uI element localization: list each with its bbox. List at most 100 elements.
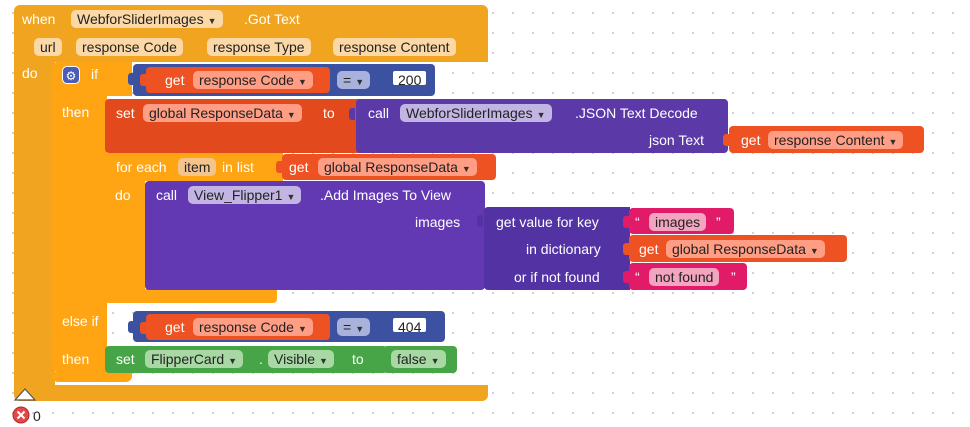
caret-down-icon: ▼ — [319, 356, 328, 366]
operator-label: = — [343, 319, 352, 335]
if-block[interactable] — [52, 62, 107, 372]
quote-close: ” — [731, 269, 736, 285]
var-dropdown-global-responsedata-1[interactable]: global ResponseData▼ — [143, 104, 302, 122]
dot-label: . — [259, 351, 263, 367]
lookup-key-label: get value for key — [496, 214, 599, 230]
text-field-images[interactable]: images — [649, 213, 707, 231]
json-text-label: json Text — [649, 132, 704, 148]
number-field-200[interactable]: 200 — [391, 69, 429, 88]
var-dropdown-response-code-1[interactable]: response Code▼ — [193, 71, 313, 89]
param-response-type[interactable]: response Type — [207, 38, 311, 56]
var-name: response Content — [774, 132, 885, 148]
loop-variable-item[interactable]: item — [178, 158, 217, 176]
caret-down-icon: ▼ — [461, 164, 471, 174]
get-plug — [276, 161, 282, 173]
caret-down-icon: ▼ — [286, 110, 296, 120]
caret-down-icon: ▼ — [888, 137, 898, 147]
lookup-notfound-label: or if not found — [514, 269, 600, 285]
quote-open: “ — [635, 214, 640, 230]
get-label: get — [639, 241, 659, 257]
if-block-bottom — [52, 372, 132, 382]
get-label: get — [165, 319, 185, 335]
caret-down-icon: ▼ — [297, 77, 307, 87]
to-label: to — [323, 105, 335, 121]
bool-plug — [378, 353, 384, 365]
to-label: to — [352, 351, 364, 367]
text-plug — [623, 271, 629, 283]
event-block-bottom — [14, 385, 488, 401]
num-plug — [380, 74, 386, 86]
then-label-2: then — [62, 351, 90, 367]
logic-dropdown-false[interactable]: false▼ — [391, 350, 446, 368]
lookup-dict-label: in dictionary — [526, 241, 601, 257]
error-count: 0 — [33, 408, 41, 424]
lookup-dictionary-block[interactable] — [484, 207, 630, 290]
error-x-icon[interactable] — [12, 406, 30, 424]
event-name-label: .Got Text — [244, 11, 300, 27]
get-plug — [723, 134, 729, 146]
event-block-body — [14, 60, 55, 390]
component-name: WebforSliderImages — [406, 105, 533, 121]
property-dropdown-visible[interactable]: Visible ▼ — [268, 350, 334, 368]
event-component-label: WebforSliderImages — [77, 11, 204, 27]
caret-down-icon: ▼ — [228, 356, 238, 366]
then-label-1: then — [62, 104, 90, 120]
foreach-label: for each — [116, 159, 167, 175]
param-response-code[interactable]: response Code — [76, 38, 183, 56]
component-name: FlipperCard — [151, 351, 225, 367]
text-plug — [623, 216, 629, 228]
var-name: global ResponseData — [149, 105, 283, 121]
foreach-bottom — [105, 289, 277, 303]
get-plug — [623, 243, 629, 255]
operator-dropdown-2[interactable]: =▼ — [337, 318, 371, 336]
var-dropdown-global-responsedata-3[interactable]: global ResponseData▼ — [666, 240, 825, 258]
caret-down-icon: ▼ — [355, 324, 365, 334]
property-name: Visible — [274, 351, 315, 367]
get-plug — [140, 322, 146, 334]
caret-down-icon: ▼ — [286, 192, 296, 202]
set-label: set — [116, 105, 135, 121]
var-name: response Code — [199, 72, 294, 88]
component-dropdown-flippercard[interactable]: FlipperCard▼ — [145, 350, 244, 368]
var-name: global ResponseData — [324, 159, 458, 175]
caret-down-icon: ▼ — [297, 324, 307, 334]
event-do-label: do — [22, 65, 38, 81]
var-dropdown-global-responsedata-2[interactable]: global ResponseData▼ — [318, 158, 477, 176]
caret-down-icon: ▼ — [355, 77, 365, 87]
caret-down-icon: ▼ — [430, 356, 440, 366]
number-field-404[interactable]: 404 — [391, 316, 429, 335]
compare-plug — [128, 321, 134, 333]
var-name: response Code — [199, 319, 294, 335]
method-label: .Add Images To View — [320, 187, 452, 203]
lookup-plug — [477, 215, 483, 227]
var-dropdown-response-code-2[interactable]: response Code▼ — [193, 318, 313, 336]
warning-triangle-icon[interactable] — [14, 388, 36, 402]
quote-open: “ — [635, 269, 640, 285]
images-label: images — [415, 214, 461, 230]
gear-icon[interactable]: ⚙ — [62, 66, 80, 84]
call-label: call — [156, 187, 178, 203]
event-component-dropdown[interactable]: WebforSliderImages▼ — [71, 10, 223, 28]
in-list-label: in list — [222, 159, 254, 175]
call-label: call — [368, 105, 390, 121]
text-field-not-found[interactable]: not found — [649, 268, 720, 286]
component-dropdown-webforsliderimages[interactable]: WebforSliderImages▼ — [400, 104, 552, 122]
operator-dropdown-1[interactable]: =▼ — [337, 71, 371, 89]
param-url[interactable]: url — [34, 38, 62, 56]
param-response-content[interactable]: response Content — [333, 38, 456, 56]
foreach-do-label: do — [115, 187, 131, 203]
get-label: get — [165, 72, 185, 88]
if-label: if — [91, 66, 98, 82]
compare-plug — [128, 73, 134, 85]
logic-value: false — [397, 351, 427, 367]
var-name: global ResponseData — [672, 241, 806, 257]
var-dropdown-response-content[interactable]: response Content▼ — [768, 131, 904, 149]
component-dropdown-view-flipper1[interactable]: View_Flipper1▼ — [188, 186, 302, 204]
operator-label: = — [343, 72, 352, 88]
else-if-label: else if — [62, 313, 99, 329]
call-plug — [349, 108, 355, 120]
quote-close: ” — [716, 214, 721, 230]
set-label: set — [116, 351, 135, 367]
get-plug — [140, 74, 146, 86]
get-label: get — [741, 132, 761, 148]
